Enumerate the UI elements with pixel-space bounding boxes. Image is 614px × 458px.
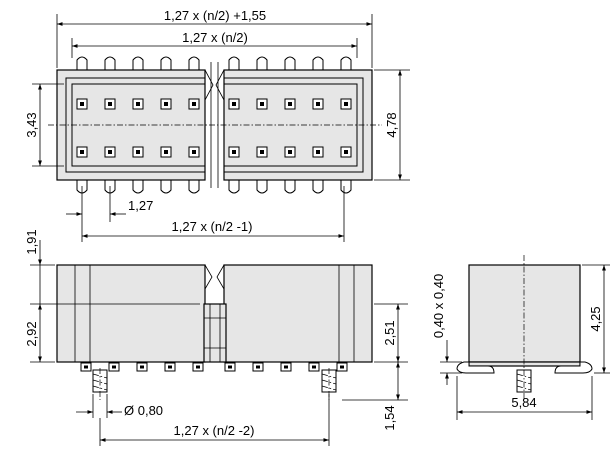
top-pin <box>104 56 116 71</box>
end-view-dimensions: 0,40 x 0,40 4,25 5,84 <box>431 264 610 420</box>
contact-dot <box>80 102 84 106</box>
contact-dot <box>192 150 196 154</box>
side-contact-dot <box>168 365 172 369</box>
end-view-body <box>468 264 581 363</box>
contact-dot <box>316 150 320 154</box>
end-view <box>456 255 593 400</box>
dim-outer-height: 4,78 <box>384 112 399 137</box>
bottom-pin <box>132 179 144 194</box>
top-view-inner-frame <box>65 77 205 173</box>
top-view-dimensions: 1,27 x (n/2) +1,55 1,27 x (n/2) 3,43 4,7… <box>24 8 410 242</box>
bottom-pin <box>256 179 268 194</box>
contact-dot <box>288 150 292 154</box>
dim-end-height: 4,25 <box>588 306 603 331</box>
bottom-pin <box>188 179 200 194</box>
dim-pitch: 1,27 <box>128 198 153 213</box>
dim-top-overall: 1,27 x (n/2) +1,55 <box>164 8 266 23</box>
dim-pin-diameter: Ø 0,80 <box>124 403 163 418</box>
dim-side-top: 1,91 <box>24 229 39 254</box>
contact-dot <box>80 150 84 154</box>
top-view-contacts <box>76 98 352 158</box>
top-pin <box>312 56 324 71</box>
contact-dot <box>232 150 236 154</box>
dim-inner-height: 3,43 <box>24 112 39 137</box>
bottom-pin <box>160 179 172 194</box>
contact-dot <box>164 150 168 154</box>
contact-dot <box>108 102 112 106</box>
bottom-pin <box>228 179 240 194</box>
top-view <box>48 56 382 194</box>
contact-dot <box>232 102 236 106</box>
top-pin <box>228 56 240 71</box>
bottom-pin <box>312 179 324 194</box>
end-view-left-lead <box>456 361 495 374</box>
side-view-contacts <box>80 362 348 372</box>
contact-dot <box>344 150 348 154</box>
dim-end-width: 5,84 <box>511 395 536 410</box>
side-view <box>56 262 373 400</box>
top-pin <box>76 56 88 71</box>
side-contact-dot <box>312 365 316 369</box>
side-view-body-right <box>223 264 373 363</box>
side-contact-dot <box>112 365 116 369</box>
side-view-dimensions: 1,91 2,92 2,51 1,54 Ø 0,80 1,27 x (n/2 -… <box>24 229 408 446</box>
contact-dot <box>344 102 348 106</box>
bottom-pin <box>340 179 352 194</box>
contact-dot <box>288 102 292 106</box>
side-contact-dot <box>140 365 144 369</box>
contact-dot <box>260 102 264 106</box>
top-pin <box>284 56 296 71</box>
top-pin <box>340 56 352 71</box>
dim-pin-length: 1,54 <box>382 405 397 430</box>
side-view-posts <box>92 368 337 400</box>
dim-side-span: 1,27 x (n/2 -2) <box>174 423 255 438</box>
contact-dot <box>108 150 112 154</box>
end-view-right-lead <box>554 361 593 374</box>
bottom-pin <box>284 179 296 194</box>
top-pin <box>188 56 200 71</box>
contact-dot <box>316 102 320 106</box>
contact-dot <box>164 102 168 106</box>
dim-end-pin-size: 0,40 x 0,40 <box>431 274 446 338</box>
side-contact-dot <box>84 365 88 369</box>
top-pin <box>160 56 172 71</box>
top-view-lower-pins <box>76 179 352 194</box>
side-contact-dot <box>256 365 260 369</box>
side-contact-dot <box>340 365 344 369</box>
contact-dot <box>192 102 196 106</box>
side-contact-dot <box>228 365 232 369</box>
dim-side-right: 2,51 <box>382 320 397 345</box>
dim-bottom-span: 1,27 x (n/2 -1) <box>172 219 253 234</box>
dim-top-pitch-span: 1,27 x (n/2) <box>182 30 248 45</box>
dim-side-body: 2,92 <box>24 321 39 346</box>
side-view-body-left <box>56 264 206 363</box>
side-contact-dot <box>196 365 200 369</box>
contact-dot <box>260 150 264 154</box>
contact-dot <box>136 102 140 106</box>
top-pin <box>132 56 144 71</box>
top-pin <box>256 56 268 71</box>
contact-dot <box>136 150 140 154</box>
side-contact-dot <box>284 365 288 369</box>
top-view-upper-pins <box>76 56 352 71</box>
